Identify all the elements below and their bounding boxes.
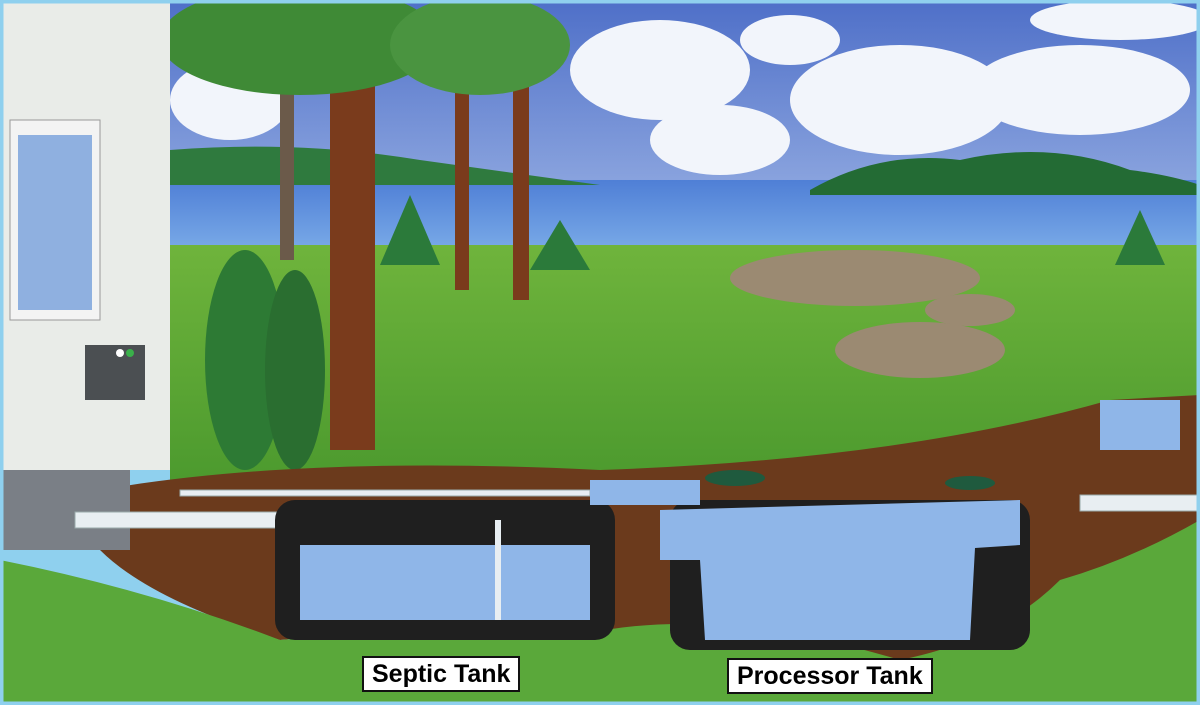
trees (160, 0, 1165, 470)
rocks (730, 250, 1015, 378)
far-shore-left (170, 146, 600, 185)
septic-tank (275, 500, 615, 640)
house (0, 0, 170, 550)
island-right (810, 152, 1200, 195)
processor-tank (590, 400, 1180, 650)
clouds (170, 0, 1200, 175)
septic-tank-label: Septic Tank (362, 656, 521, 692)
processor-tank-label: Processor Tank (727, 658, 933, 694)
control-panel (85, 345, 145, 400)
foreground-grass (0, 520, 1200, 705)
